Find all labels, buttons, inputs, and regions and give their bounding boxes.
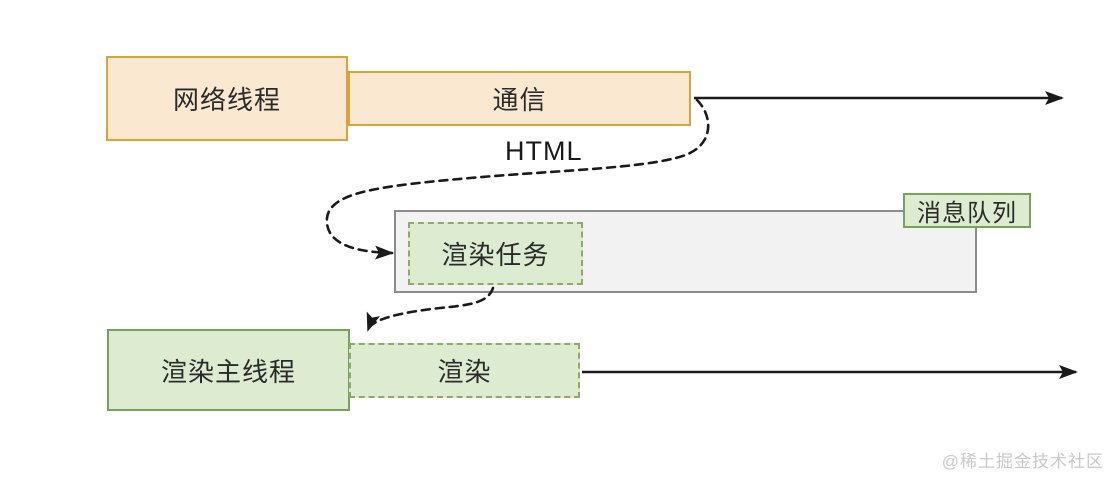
render-main-thread-label: 渲染主线程 [160,356,296,387]
task-to-render-dashed-arrow [366,286,495,332]
render-task-box: 渲染任务 [408,222,583,285]
render-label: 渲染 [437,357,492,387]
communication-box: 通信 [348,71,691,126]
render-task-label: 渲染任务 [441,240,550,270]
watermark: @稀土掘金技术社区 [941,452,1104,471]
render-main-thread-box: 渲染主线程 [107,329,350,411]
message-queue-label: 消息队列 [917,200,1017,227]
network-thread-label: 网络线程 [172,85,281,115]
render-box: 渲染 [349,343,580,398]
message-queue-tag: 消息队列 [903,193,1031,228]
network-thread-box: 网络线程 [106,56,348,141]
communication-label: 通信 [492,85,547,115]
html-flow-label: HTML [505,136,583,166]
